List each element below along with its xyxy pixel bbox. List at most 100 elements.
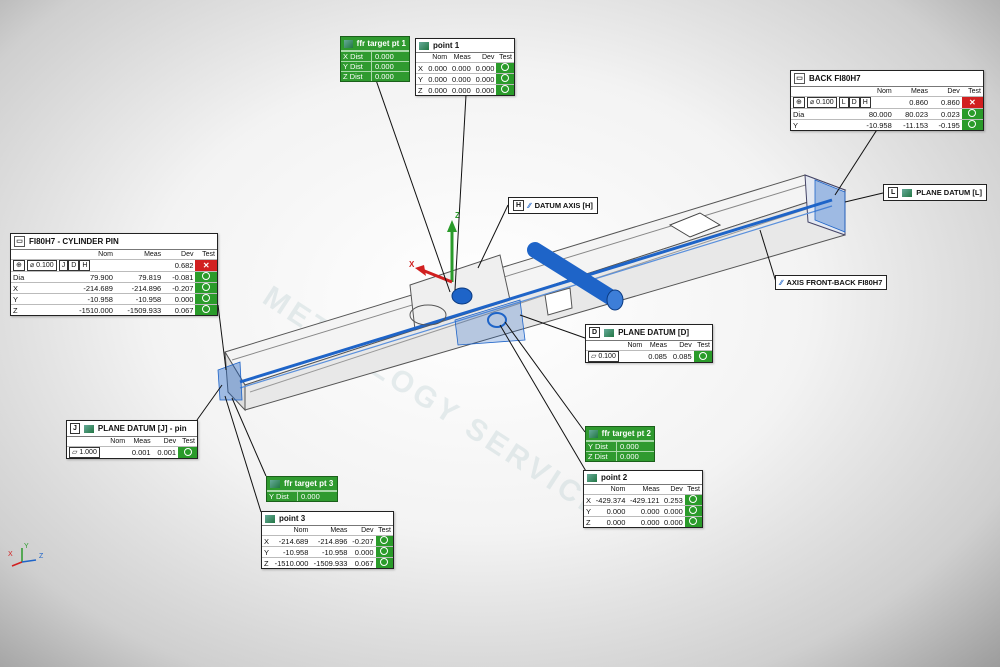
triad-z-label: Z: [39, 553, 44, 560]
pass-icon: [178, 446, 197, 458]
fcf-dev: 0.860: [930, 96, 962, 109]
fixture-cylinder-pin-panel[interactable]: ▭ FI80H7 - CYLINDER PIN Nom Meas Dev Tes…: [10, 233, 218, 316]
panel-title: PLANE DATUM [J] - pin: [97, 424, 187, 433]
col-header: Dev: [947, 88, 960, 95]
triad-x-label: X: [8, 551, 13, 558]
scene-axis-x-label: X: [409, 260, 415, 269]
panel-header: point 2: [584, 471, 702, 485]
datum-ref: H: [859, 97, 871, 108]
datum-ref: J: [58, 260, 69, 271]
back-fi80h7-panel[interactable]: ▭ BACK FI80H7 Nom Meas Dev Test ⊕ ⌀ 0.10…: [790, 70, 984, 131]
target-icon: [270, 479, 280, 488]
triad-y-label: Y: [24, 543, 29, 550]
axis-front-back-label[interactable]: ∕∕ AXIS FRONT-BACK FI80H7: [775, 275, 888, 290]
datum-ref: L: [838, 97, 849, 108]
fail-icon: ✕: [195, 259, 217, 272]
pass-icon: [961, 108, 983, 120]
col-header: Meas: [144, 251, 162, 258]
point-icon: [265, 514, 275, 523]
scene-axis-marker: X Z: [409, 211, 460, 284]
cylinder-icon: ▭: [14, 236, 25, 247]
axis-label-text: AXIS FRONT-BACK FI80H7: [786, 278, 883, 287]
position-symbol-icon: ⊕: [793, 97, 805, 108]
datum-label-text: PLANE DATUM [L]: [916, 188, 982, 197]
panel-title: ffr target pt 1: [356, 39, 406, 48]
panel-header: J PLANE DATUM [J] - pin: [67, 421, 197, 437]
pass-icon: [684, 505, 702, 517]
col-header: Meas: [910, 88, 929, 95]
table-row: X-214.689-214.896-0.207: [11, 282, 217, 294]
datum-axis-h-label[interactable]: H ∕∕ DATUM AXIS [H]: [508, 197, 598, 214]
panel-header: point 3: [262, 512, 393, 526]
table-row: Y-10.958-11.153-0.195: [791, 119, 983, 130]
plane-icon: [604, 328, 615, 337]
pass-icon: [195, 304, 217, 315]
fail-icon: ✕: [961, 96, 983, 109]
pass-icon: [496, 62, 514, 74]
plane-datum-l-label[interactable]: L PLANE DATUM [L]: [883, 184, 987, 201]
col-header: Test: [968, 88, 981, 95]
tolerance-frame: ⌀ 0.100: [806, 97, 837, 108]
cylinder-icon: ▭: [794, 73, 805, 84]
target-icon: [589, 429, 598, 438]
panel-title: BACK FI80H7: [809, 74, 861, 83]
datum-letter: L: [888, 187, 899, 198]
datum-label-text: DATUM AXIS [H]: [534, 201, 593, 210]
pass-icon: [375, 535, 393, 547]
fcf-meas: 0.860: [893, 96, 931, 109]
point-icon: [419, 41, 429, 50]
pass-icon: [195, 271, 217, 283]
datum-ref: H: [79, 260, 91, 271]
point-icon: [587, 473, 597, 482]
scene-axis-z-label: Z: [455, 211, 460, 220]
table-row: X-214.689-214.896-0.207: [262, 535, 393, 547]
panel-header: point 1: [416, 39, 514, 53]
col-header: Nom: [98, 251, 113, 258]
leader-lines: [196, 79, 884, 513]
panel-title: PLANE DATUM [D]: [618, 328, 690, 337]
pass-icon: [496, 84, 514, 95]
pass-icon: [684, 516, 702, 527]
panel-header: ▭ BACK FI80H7: [791, 71, 983, 87]
axis-icon: ∕∕: [528, 201, 531, 210]
pass-icon: [195, 282, 217, 294]
panel-title: ffr target pt 3: [284, 479, 334, 488]
flatness-frame: ▱ 0.100: [588, 351, 619, 362]
panel-title: FI80H7 - CYLINDER PIN: [29, 237, 119, 246]
pass-icon: [961, 119, 983, 130]
datum-letter: J: [70, 423, 80, 434]
fcf-dev: 0.682: [163, 259, 196, 272]
flatness-frame: ▱ 1.000: [69, 447, 100, 458]
pass-icon: [375, 546, 393, 558]
tolerance-frame: ⌀ 0.100: [26, 260, 57, 271]
panel-header: ffr target pt 3: [267, 477, 337, 491]
plane-icon: [83, 424, 94, 433]
pass-icon: [375, 557, 393, 568]
target-icon: [344, 39, 353, 48]
panel-header: ▭ FI80H7 - CYLINDER PIN: [11, 234, 217, 250]
